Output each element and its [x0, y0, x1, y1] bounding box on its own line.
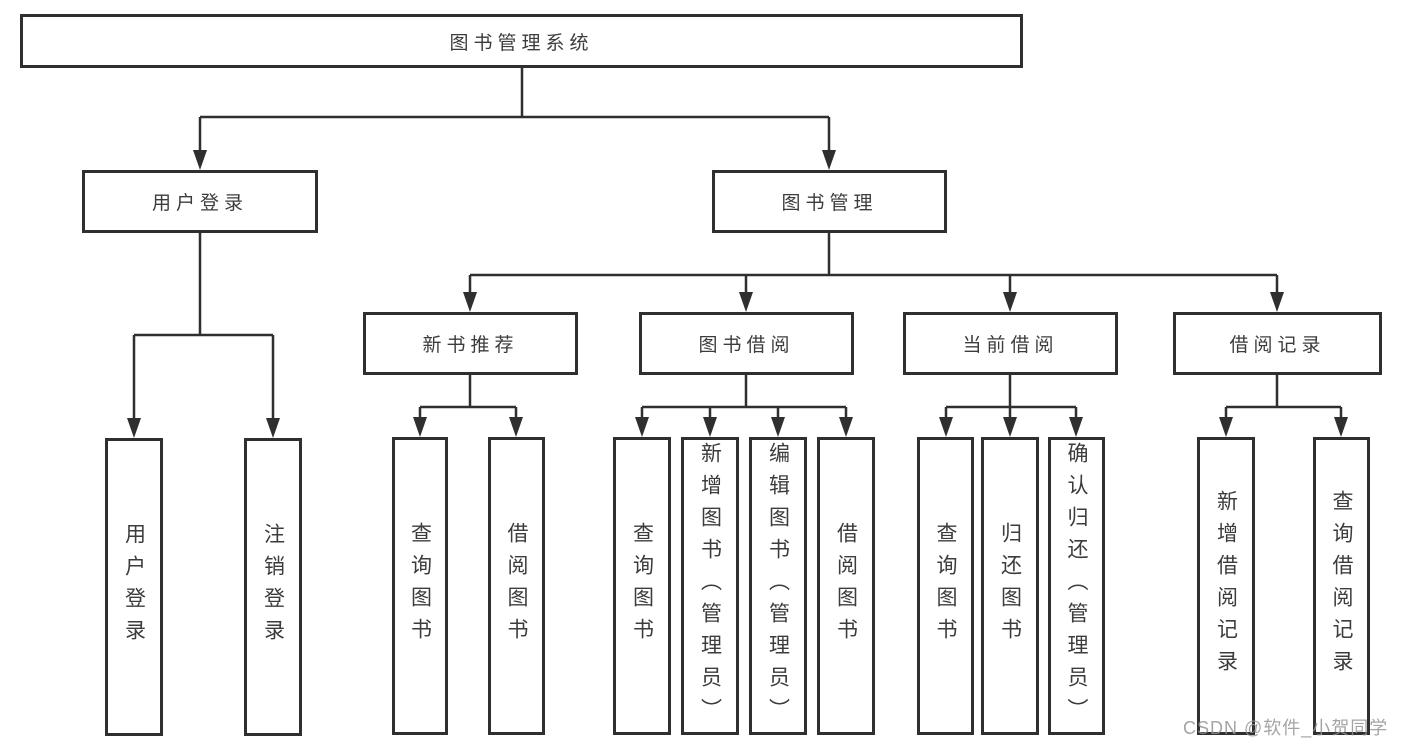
leaf-label: 确认归还（管理员） [1065, 442, 1088, 730]
leaf-logout: 注销登录 [244, 438, 302, 736]
leaf-label: 查询图书 [408, 522, 432, 650]
leaf-label: 编辑图书（管理员） [766, 442, 790, 730]
leaf-label: 新增图书（管理员） [698, 442, 722, 730]
leaf-user-login: 用户登录 [105, 438, 163, 736]
node-current-borrowing: 当前借阅 [903, 312, 1118, 375]
leaf-add-book-admin: 新增图书（管理员） [681, 437, 739, 735]
leaf-add-borrow-record: 新增借阅记录 [1197, 437, 1255, 735]
node-library-system-root: 图书管理系统 [20, 14, 1023, 68]
leaf-label: 查询图书 [630, 522, 654, 650]
node-borrowing-records: 借阅记录 [1173, 312, 1382, 375]
leaf-label: 新增借阅记录 [1214, 490, 1238, 682]
leaf-query-books-borrowing: 查询图书 [613, 437, 671, 735]
node-new-book-recommendation: 新书推荐 [363, 312, 578, 375]
leaf-query-books-recommend: 查询图书 [392, 437, 448, 735]
leaf-label: 查询图书 [934, 522, 957, 650]
csdn-watermark: CSDN @软件_小贺同学 [1183, 718, 1389, 738]
leaf-query-books-current: 查询图书 [917, 437, 974, 735]
leaf-label: 注销登录 [261, 523, 285, 651]
leaf-return-book: 归还图书 [981, 437, 1039, 735]
node-book-management: 图书管理 [712, 170, 947, 233]
leaf-label: 用户登录 [122, 523, 146, 651]
leaf-edit-book-admin: 编辑图书（管理员） [749, 437, 807, 735]
leaf-borrow-books-borrowing: 借阅图书 [817, 437, 875, 735]
leaf-label: 归还图书 [998, 522, 1022, 650]
node-book-borrowing: 图书借阅 [639, 312, 854, 375]
leaf-borrow-books-recommend: 借阅图书 [488, 437, 545, 735]
leaf-label: 查询借阅记录 [1330, 490, 1353, 682]
node-user-login: 用户登录 [82, 170, 318, 233]
leaf-confirm-return-admin: 确认归还（管理员） [1048, 437, 1105, 735]
leaf-query-borrow-record: 查询借阅记录 [1313, 437, 1370, 735]
leaf-label: 借阅图书 [505, 522, 528, 650]
leaf-label: 借阅图书 [834, 522, 858, 650]
